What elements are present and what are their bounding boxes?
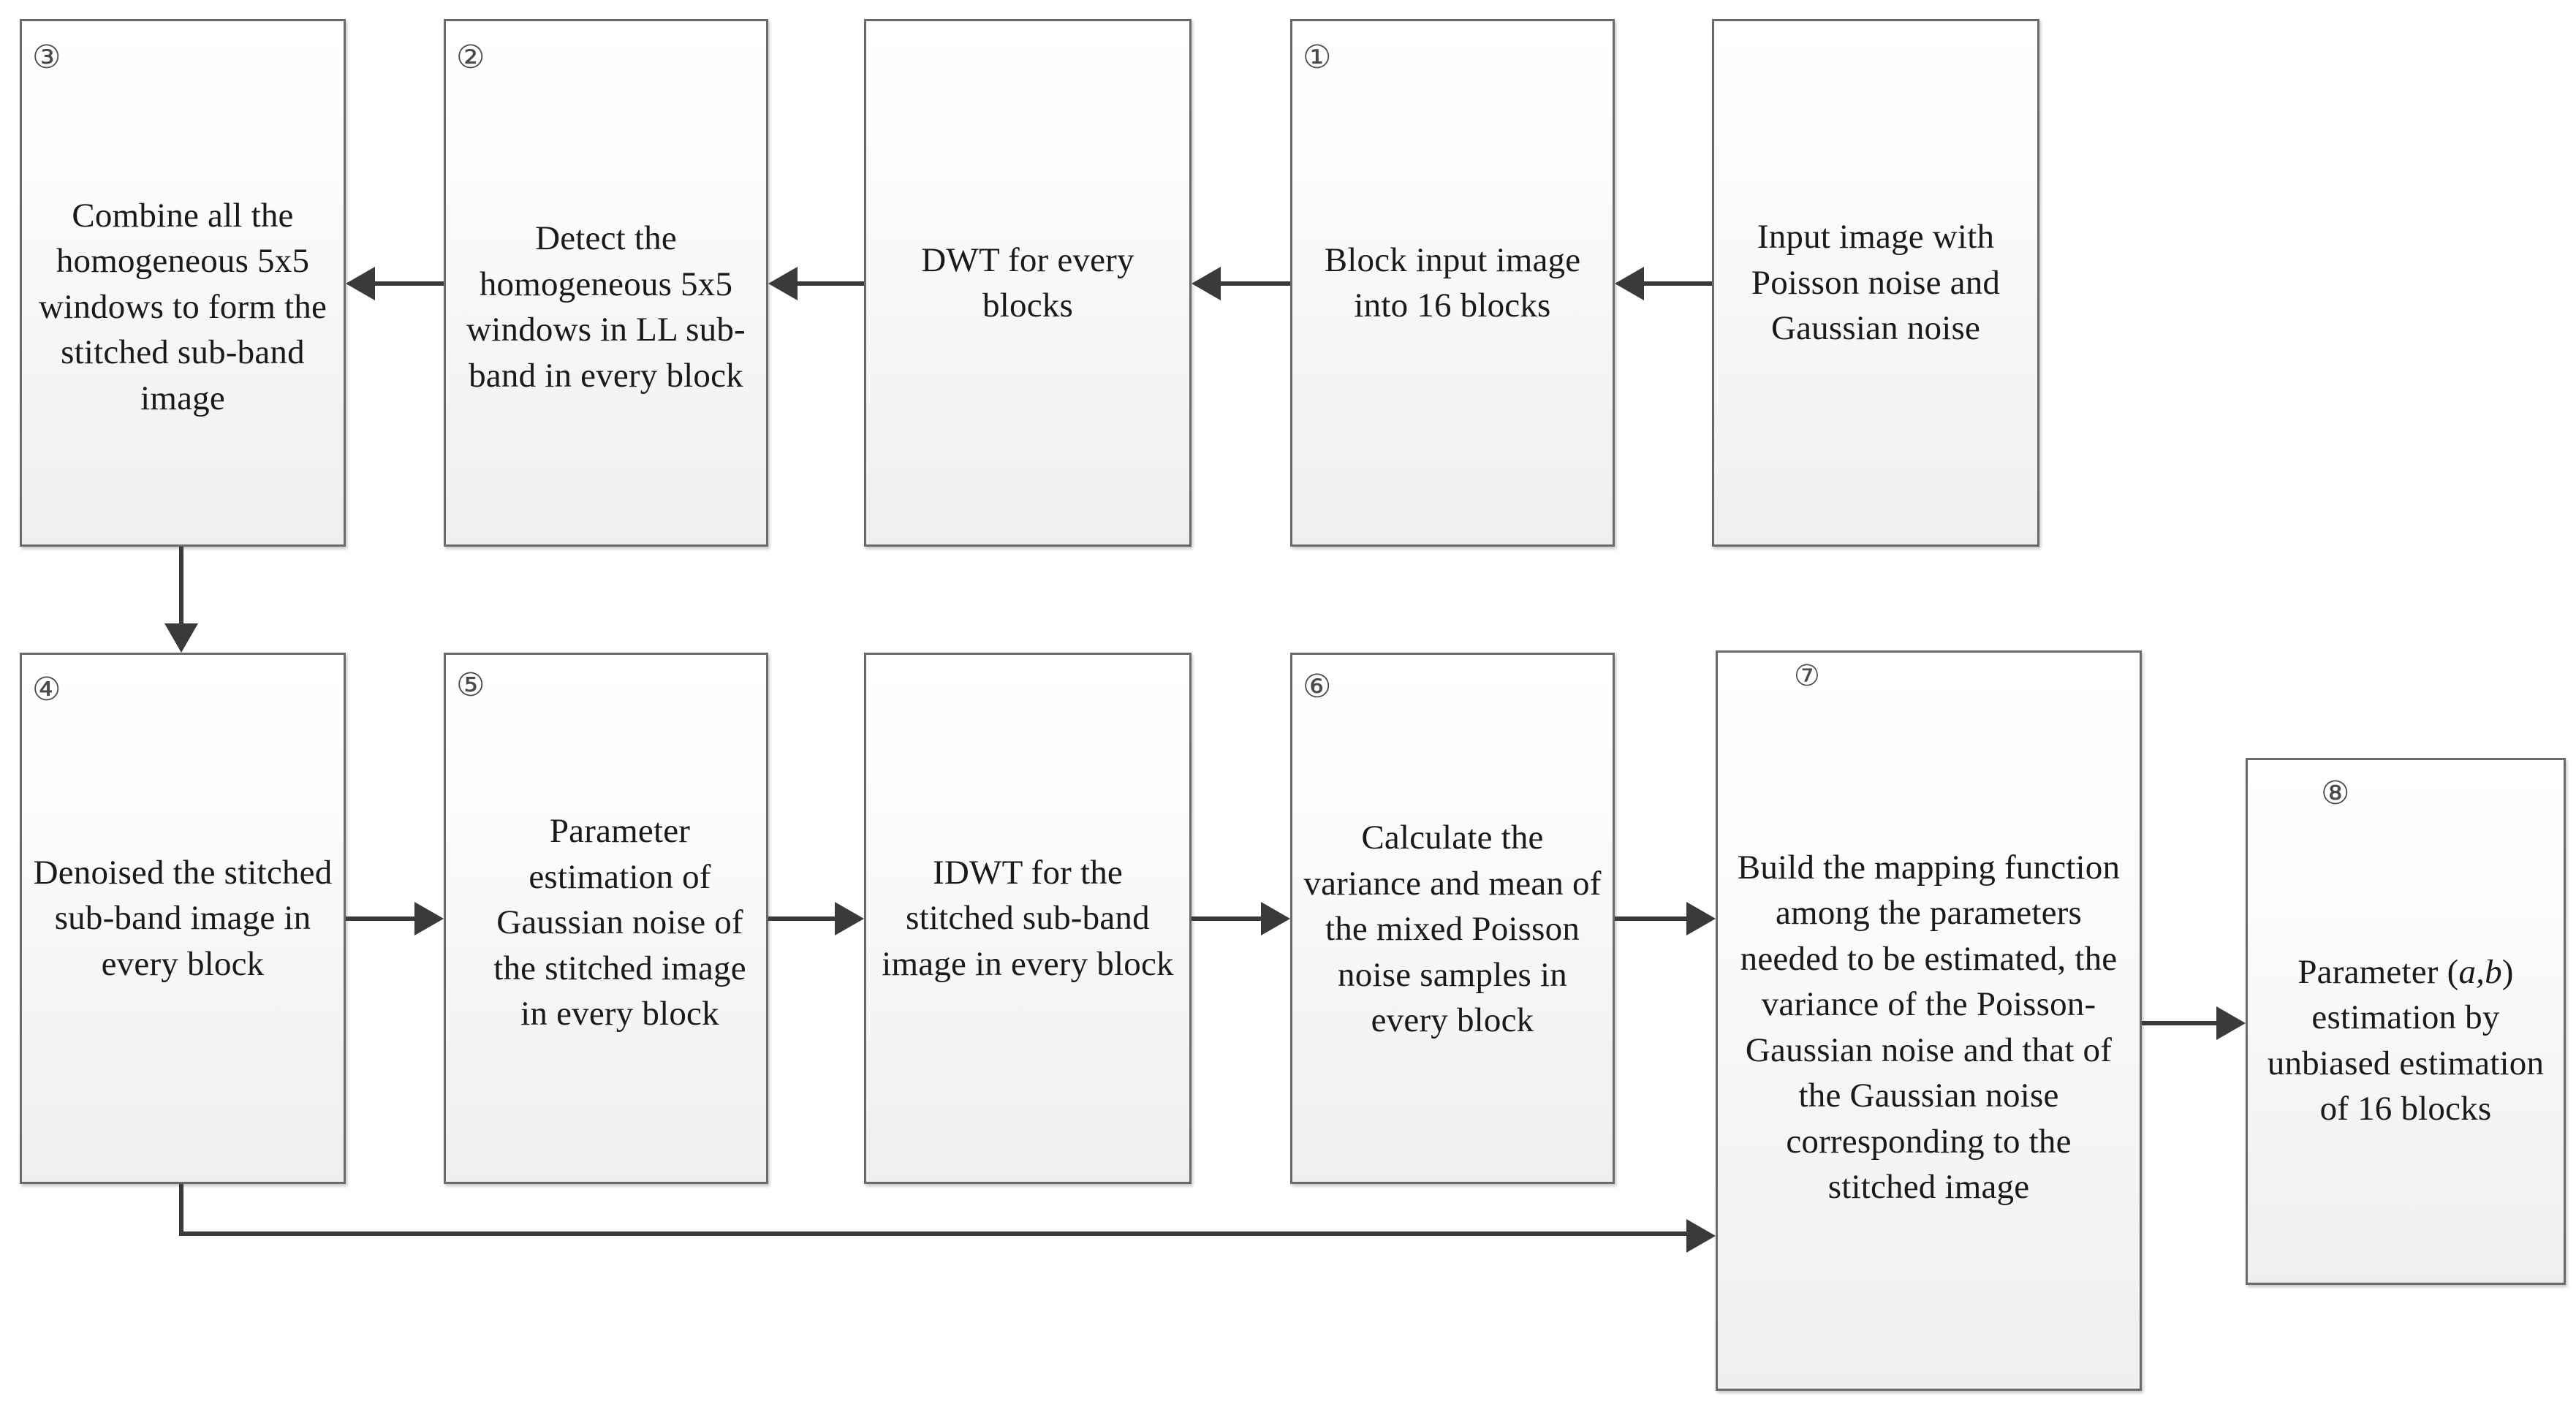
node-parameter-estimation-label: Parameter estimation of Gaussian noise o… bbox=[493, 812, 746, 1033]
node-parameter-estimation[interactable]: ⑤ Parameter estimation of Gaussian noise… bbox=[444, 653, 768, 1184]
edge-combine-to-denoise-arrowhead bbox=[164, 623, 198, 653]
edge-detect-to-combine-arrowhead bbox=[346, 267, 375, 300]
badge-circle-2: ② bbox=[456, 39, 485, 76]
edge-build-to-parameter-ab-arrowhead bbox=[2216, 1006, 2246, 1040]
edge-input-to-block-line bbox=[1644, 281, 1712, 286]
edge-build-to-parameter-ab-line bbox=[2142, 1021, 2216, 1025]
node-combine-windows-label: Combine all the homogeneous 5x5 windows … bbox=[38, 196, 327, 417]
node-dwt-label: DWT for every blocks bbox=[921, 240, 1134, 325]
edge-calculate-to-build-arrowhead bbox=[1686, 902, 1716, 935]
edge-block-to-dwt-arrowhead bbox=[1192, 267, 1221, 300]
edge-calculate-to-build-line bbox=[1615, 916, 1686, 921]
node-parameter-ab[interactable]: ⑧ Parameter (a,b) estimation by unbiased… bbox=[2246, 758, 2566, 1285]
node-idwt[interactable]: IDWT for the stitched sub-band image in … bbox=[864, 653, 1192, 1184]
node-parameter-ab-label: Parameter (a,b) estimation by unbiased e… bbox=[2258, 911, 2553, 1132]
edge-dwt-to-detect-arrowhead bbox=[768, 267, 798, 300]
node-idwt-label: IDWT for the stitched sub-band image in … bbox=[882, 853, 1174, 983]
node-detect-homogeneous[interactable]: ② Detect the homogeneous 5x5 windows in … bbox=[444, 19, 768, 547]
node-calculate-variance[interactable]: ⑥ Calculate the variance and mean of the… bbox=[1290, 653, 1615, 1184]
edge-detect-to-combine-line bbox=[375, 281, 444, 286]
badge-circle-3: ③ bbox=[32, 39, 61, 76]
badge-circle-8: ⑧ bbox=[2321, 775, 2350, 812]
node-parameter-ab-text-before: Parameter ( bbox=[2297, 952, 2459, 991]
node-input-image[interactable]: Input image with Poisson noise and Gauss… bbox=[1712, 19, 2039, 547]
badge-circle-6: ⑥ bbox=[1303, 668, 1332, 705]
node-block-input[interactable]: ① Block input image into 16 blocks bbox=[1290, 19, 1615, 547]
node-input-image-label: Input image with Poisson noise and Gauss… bbox=[1751, 218, 2001, 348]
edge-denoise-to-parameter-arrowhead bbox=[414, 902, 444, 935]
node-combine-windows[interactable]: ③ Combine all the homogeneous 5x5 window… bbox=[20, 19, 346, 547]
node-parameter-ab-text-after: ) estimation by unbiased estimation of 1… bbox=[2267, 952, 2545, 1128]
badge-circle-5: ⑤ bbox=[456, 667, 485, 704]
edge-input-to-block-arrowhead bbox=[1615, 267, 1644, 300]
node-block-input-label: Block input image into 16 blocks bbox=[1324, 240, 1581, 325]
node-parameter-ab-text-italic: a,b bbox=[2458, 952, 2502, 991]
edge-feedback-horizontal-segment bbox=[179, 1231, 1686, 1236]
node-build-mapping-label: Build the mapping function among the par… bbox=[1737, 848, 2121, 1207]
badge-circle-1: ① bbox=[1303, 39, 1332, 76]
badge-circle-7: ⑦ bbox=[1794, 659, 1820, 693]
edge-idwt-to-calculate-arrowhead bbox=[1261, 902, 1290, 935]
edge-parameter-to-idwt-line bbox=[768, 916, 835, 921]
edge-idwt-to-calculate-line bbox=[1192, 916, 1261, 921]
node-denoise-stitched-label: Denoised the stitched sub-band image in … bbox=[33, 853, 333, 983]
node-calculate-variance-label: Calculate the variance and mean of the m… bbox=[1303, 819, 1602, 1040]
edge-block-to-dwt-line bbox=[1221, 281, 1290, 286]
edge-feedback-arrowhead bbox=[1686, 1219, 1716, 1253]
node-dwt[interactable]: DWT for every blocks bbox=[864, 19, 1192, 547]
edge-parameter-to-idwt-arrowhead bbox=[835, 902, 864, 935]
node-build-mapping[interactable]: ⑦ Build the mapping function among the p… bbox=[1716, 650, 2142, 1391]
edge-dwt-to-detect-line bbox=[798, 281, 864, 286]
node-denoise-stitched[interactable]: ④ Denoised the stitched sub-band image i… bbox=[20, 653, 346, 1184]
node-detect-homogeneous-label: Detect the homogeneous 5x5 windows in LL… bbox=[466, 219, 746, 395]
edge-feedback-vertical-segment bbox=[179, 1184, 183, 1234]
edge-denoise-to-parameter-line bbox=[346, 916, 414, 921]
edge-combine-to-denoise-line bbox=[179, 547, 183, 623]
badge-circle-4: ④ bbox=[32, 671, 61, 708]
